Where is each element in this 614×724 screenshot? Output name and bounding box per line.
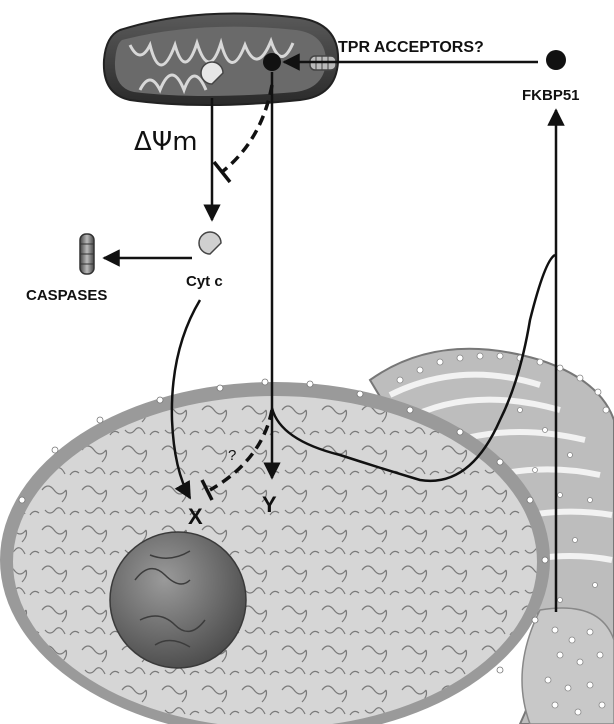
x-label: X <box>188 504 203 529</box>
question-label: ? <box>228 447 236 464</box>
fkbp51-icon <box>546 50 566 70</box>
fkbp51-in-mitochondrion-icon <box>263 53 281 71</box>
cyt-c-label: Cyt c <box>186 273 223 290</box>
fkbp51-label: FKBP51 <box>522 87 580 104</box>
mitochondrion <box>104 14 338 105</box>
caspases-icon <box>80 234 94 274</box>
y-label: Y <box>262 492 277 517</box>
tpr-acceptors-label: TPR ACCEPTORS? <box>338 39 484 56</box>
delta-psi-m-label: ΔΨm <box>134 127 198 157</box>
inhibition-bar-delta-psi <box>214 162 230 182</box>
nucleolus <box>110 532 246 668</box>
vesicle-cluster <box>522 608 614 724</box>
cytochrome-c-icon <box>199 232 221 254</box>
caspases-label: CASPASES <box>26 287 107 304</box>
